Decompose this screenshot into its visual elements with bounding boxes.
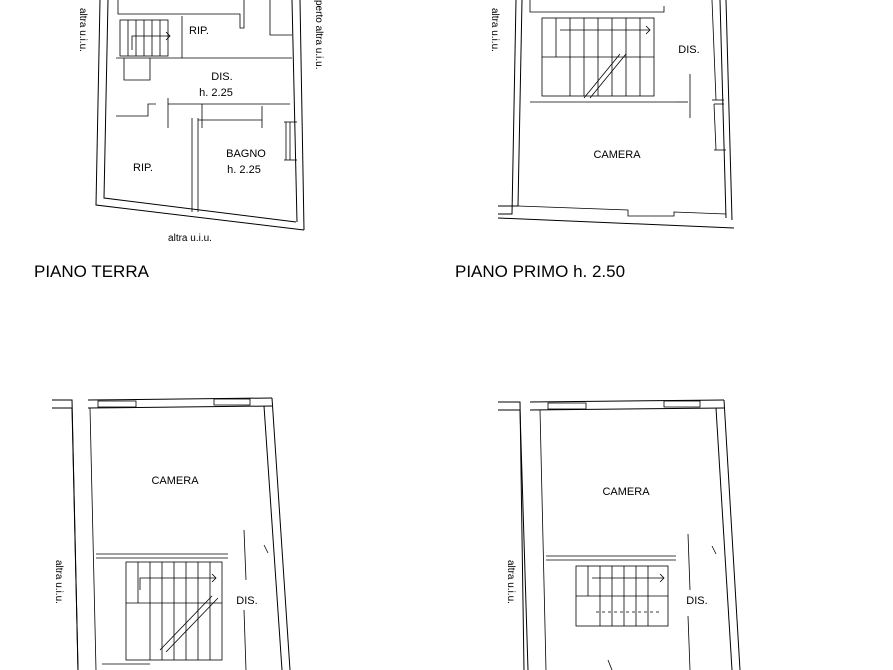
- note-right: perto altra u.i.u.: [313, 0, 324, 69]
- room-label-bagno: BAGNO: [226, 148, 266, 160]
- note-left: altra u.i.u.: [53, 560, 64, 604]
- caption-piano-primo: PIANO PRIMO h. 2.50: [455, 262, 625, 281]
- plan-piano-primo: DIS. CAMERA altra u.i.u. PIANO PRIMO h. …: [455, 0, 735, 281]
- room-label-camera: CAMERA: [151, 475, 199, 487]
- room-label-dis: DIS.: [211, 71, 232, 83]
- note-left: altra u.i.u.: [489, 8, 500, 52]
- room-label-camera: CAMERA: [593, 149, 641, 161]
- room-label-rip-left: RIP.: [133, 162, 153, 174]
- plan-bottom-left: CAMERA DIS. altra u.i.u.: [52, 397, 291, 670]
- note-bottom: altra u.i.u.: [168, 233, 212, 244]
- room-height-dis: h. 2.25: [199, 87, 233, 99]
- room-label-dis: DIS.: [236, 595, 257, 607]
- note-left: altra u.i.u.: [77, 8, 88, 52]
- plan-bottom-right: CAMERA DIS. altra u.i.u.: [498, 399, 741, 670]
- room-label-dis: DIS.: [686, 595, 707, 607]
- note-left: altra u.i.u.: [505, 560, 516, 604]
- caption-piano-terra: PIANO TERRA: [34, 262, 150, 281]
- room-label-dis: DIS.: [678, 44, 699, 56]
- plan-piano-terra: RIP. DIS. h. 2.25 RIP. BAGNO h. 2.25 alt…: [34, 0, 324, 281]
- room-label-camera: CAMERA: [602, 486, 650, 498]
- room-height-bagno: h. 2.25: [227, 164, 261, 176]
- room-label-rip-top: RIP.: [189, 25, 209, 37]
